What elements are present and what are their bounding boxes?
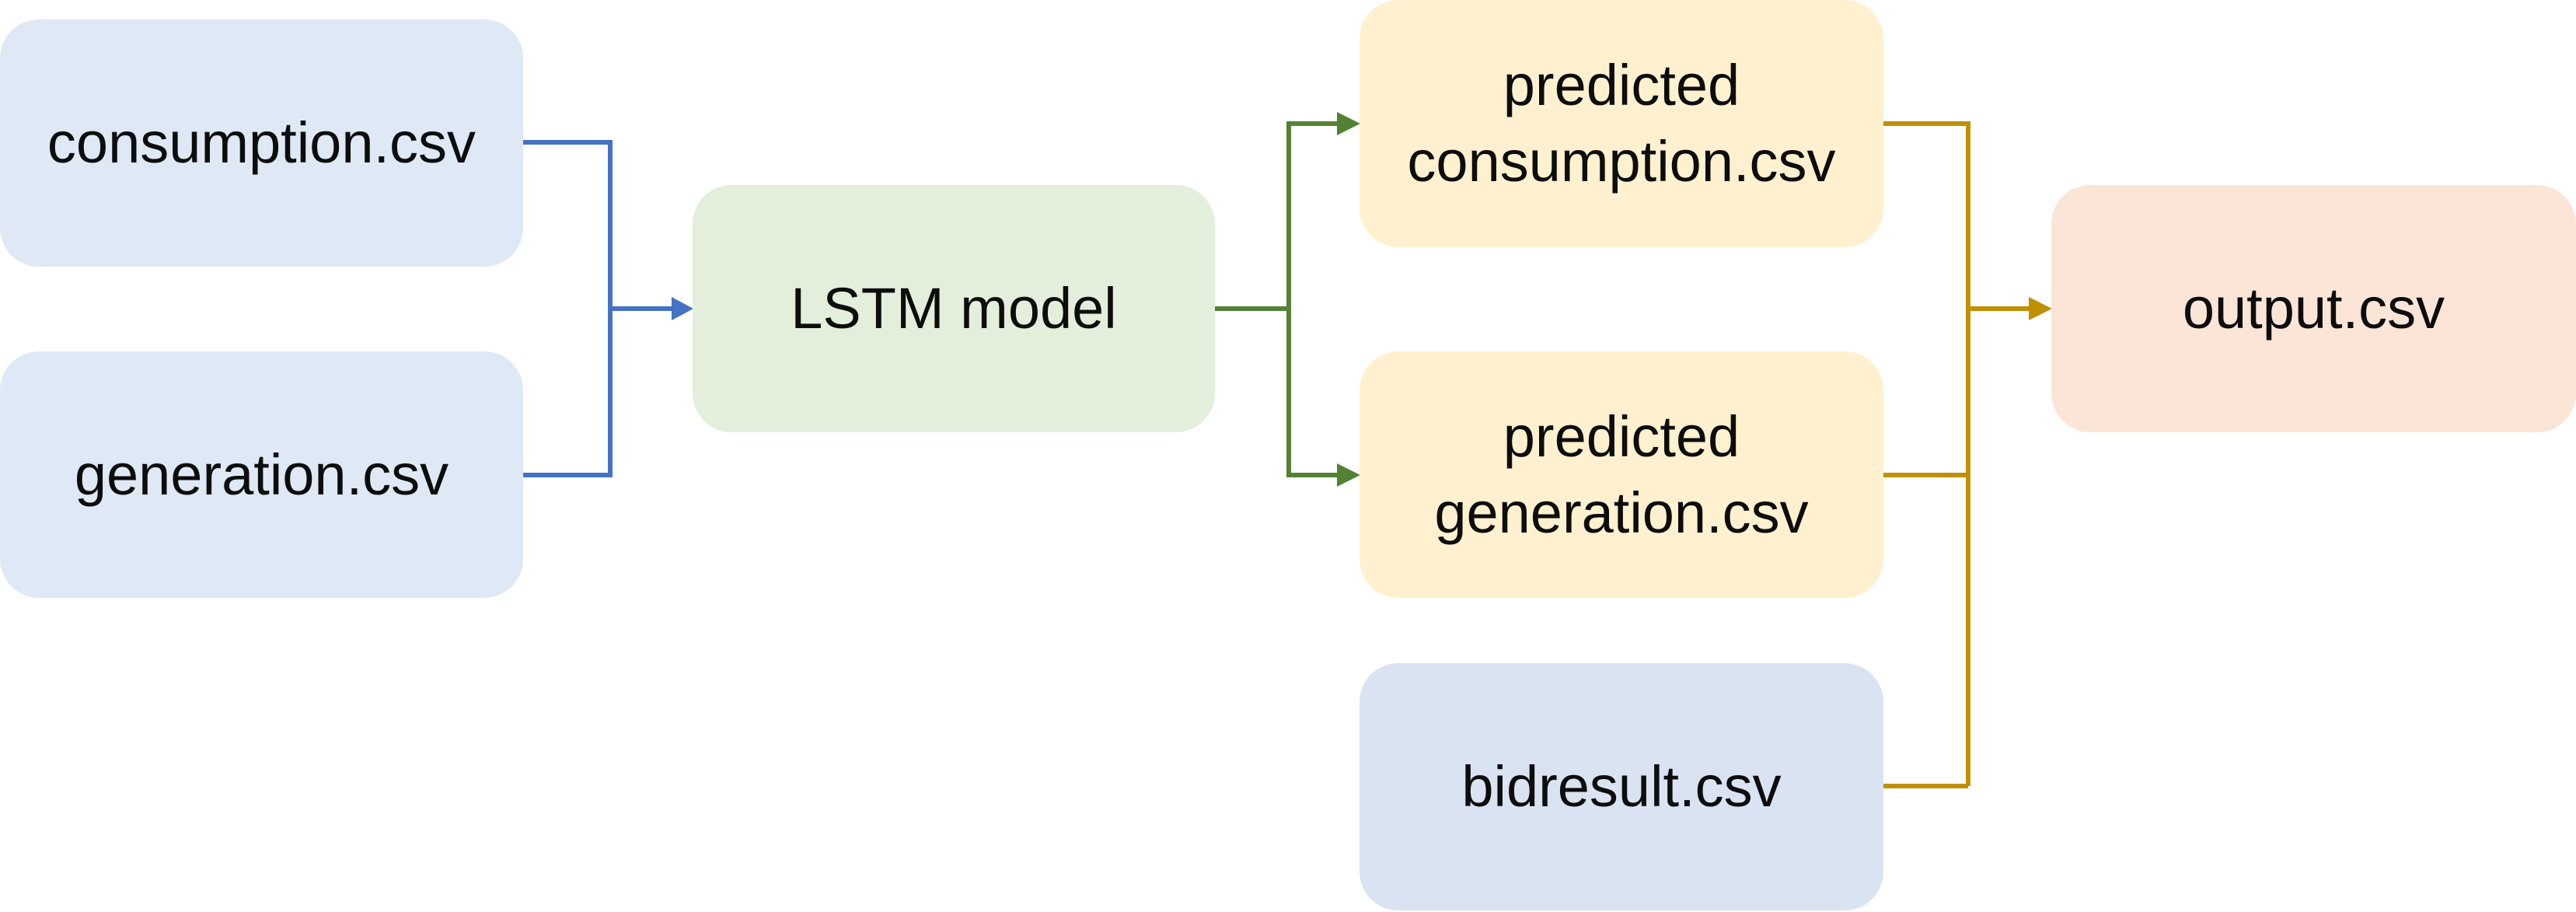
node-output-label: output.csv bbox=[2182, 276, 2445, 341]
node-lstm-label: LSTM model bbox=[791, 276, 1117, 341]
node-consumption-label: consumption.csv bbox=[47, 110, 476, 176]
node-generation-label: generation.csv bbox=[74, 442, 449, 507]
arrowhead-predicted-generation bbox=[1337, 463, 1360, 487]
edge-generation-to-lstm bbox=[523, 309, 613, 477]
node-generation-csv: generation.csv bbox=[0, 351, 523, 598]
node-consumption-csv: consumption.csv bbox=[0, 19, 523, 267]
node-predicted-generation-line2: generation.csv bbox=[1434, 480, 1809, 545]
edge-lstm-to-predicted-generation bbox=[1286, 309, 1339, 477]
node-predicted-generation-line1: predicted bbox=[1503, 404, 1740, 469]
edge-predicted-consumption-to-output bbox=[1883, 121, 1970, 786]
node-predicted-generation-csv: predicted generation.csv bbox=[1360, 351, 1883, 598]
arrowhead-predicted-consumption bbox=[1337, 112, 1360, 135]
edge-consumption-to-lstm bbox=[523, 140, 613, 309]
node-output-csv: output.csv bbox=[2051, 185, 2576, 432]
node-predicted-consumption-csv: predicted consumption.csv bbox=[1360, 0, 1883, 247]
node-predicted-consumption-line1: predicted bbox=[1503, 53, 1740, 118]
arrowhead-output bbox=[2029, 297, 2052, 320]
node-predicted-consumption-line2: consumption.csv bbox=[1407, 129, 1836, 194]
node-lstm-model: LSTM model bbox=[693, 185, 1215, 432]
node-bidresult-label: bidresult.csv bbox=[1461, 754, 1782, 819]
node-bidresult-csv: bidresult.csv bbox=[1360, 663, 1883, 910]
edge-lstm-to-predicted-consumption bbox=[1286, 121, 1339, 309]
arrowhead-lstm bbox=[672, 297, 693, 320]
